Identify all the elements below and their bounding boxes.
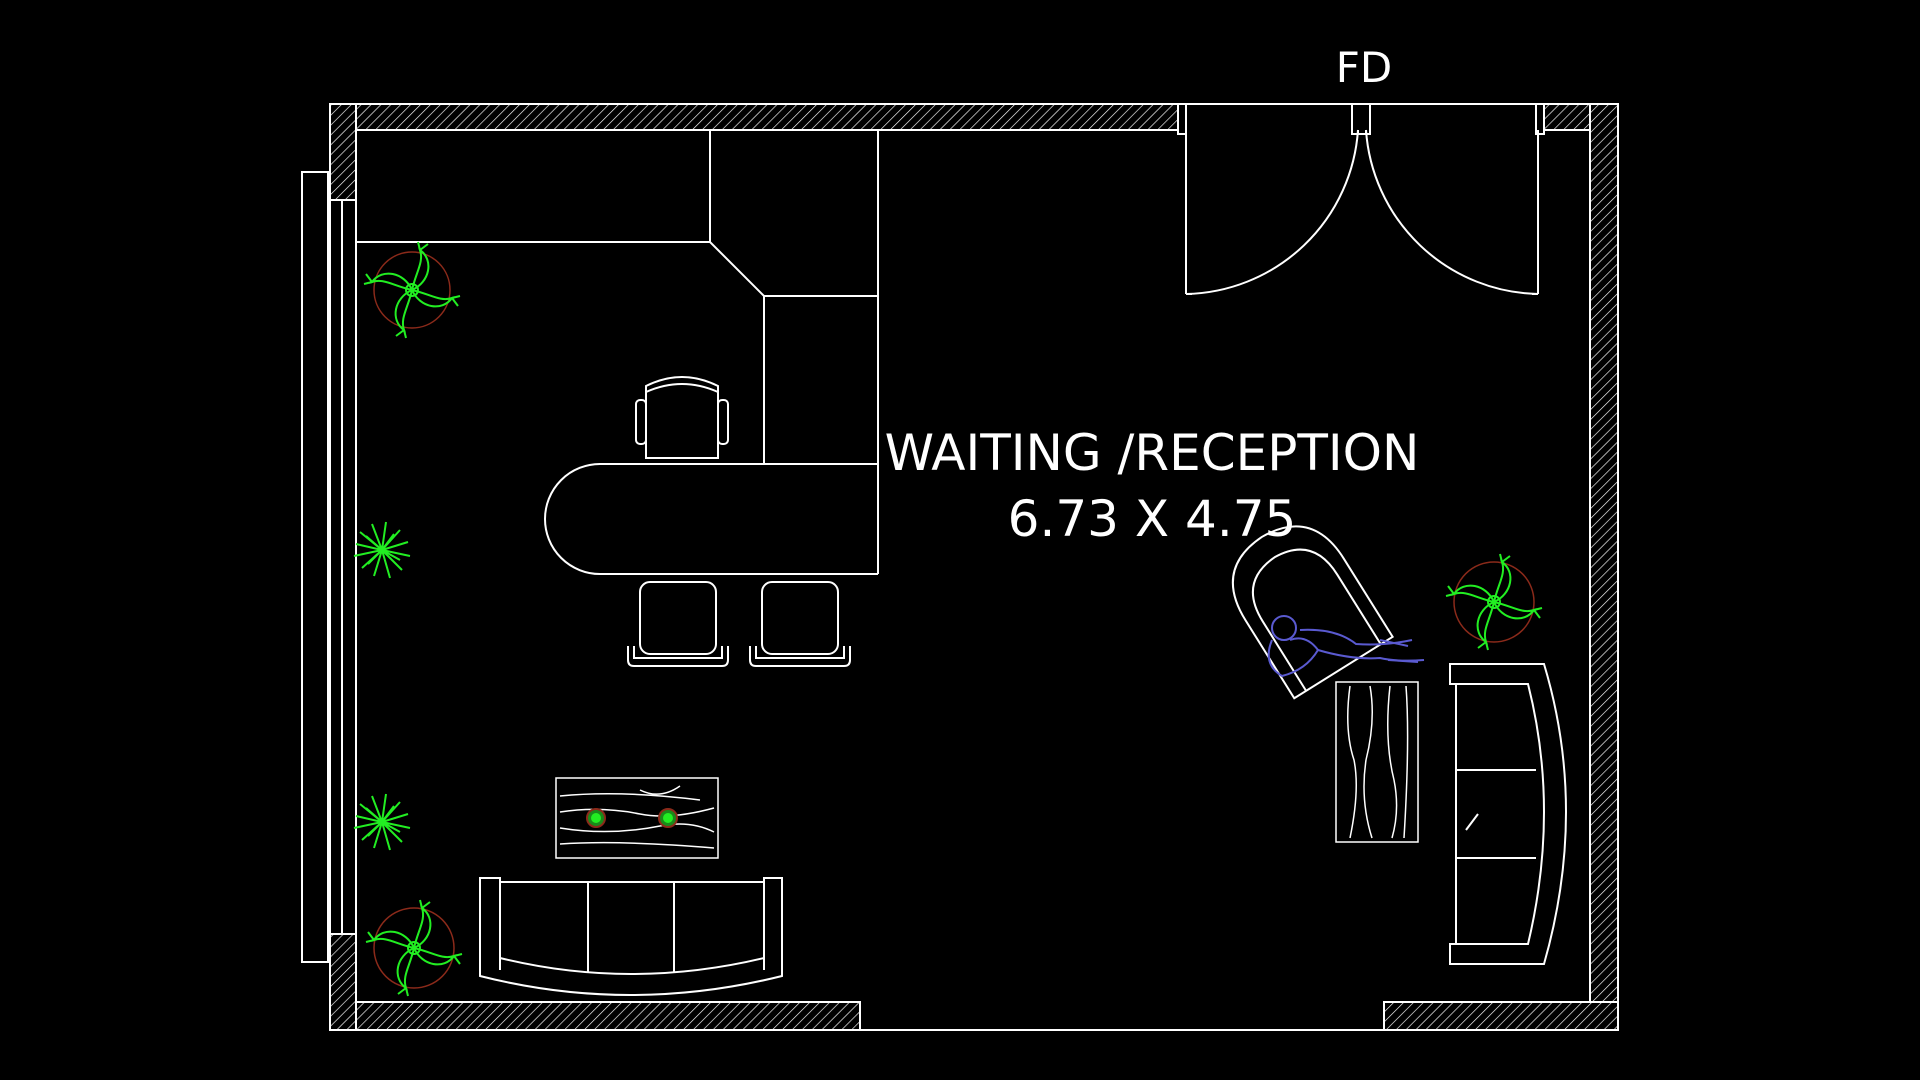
walls (329, 103, 1619, 1031)
plant-icon (353, 793, 411, 851)
plant-icon (353, 521, 411, 579)
plant-icon (658, 808, 678, 828)
plant-icon (586, 808, 606, 828)
sofa-icon (1449, 663, 1567, 965)
wall-left-top (329, 103, 357, 201)
chair-icon (627, 581, 729, 667)
door-tag: FD (1336, 43, 1393, 92)
chair-icon (1231, 525, 1395, 700)
person-icon (1267, 615, 1425, 678)
side-table (1335, 681, 1419, 843)
chair-icon (635, 376, 729, 459)
room-size: 6.73 X 4.75 (1008, 490, 1297, 548)
plant-icon (363, 241, 461, 339)
coffee-table (555, 777, 719, 859)
room-name: WAITING /RECEPTION (885, 424, 1420, 482)
window-left (301, 171, 357, 963)
wall-left-bottom (329, 933, 357, 1031)
wall-top-left (329, 103, 1179, 131)
wall-bottom-left (329, 1001, 861, 1031)
door-swing-icon (1177, 103, 1545, 295)
plant-icon (365, 899, 463, 997)
chair-icon (749, 581, 851, 667)
reception-counter (356, 130, 879, 575)
sofa-icon (479, 877, 783, 996)
wall-bottom-right (1383, 1001, 1619, 1031)
plant-icon (1445, 553, 1543, 651)
wall-right (1589, 103, 1619, 1031)
